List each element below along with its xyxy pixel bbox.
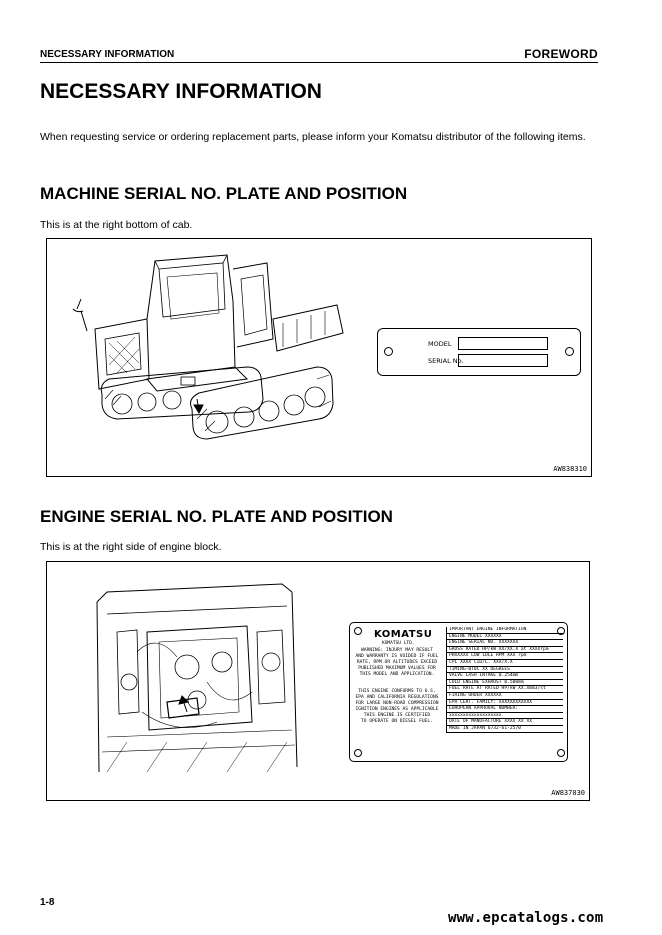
info-line: MADE IN JAPAN 6732-61-2570 bbox=[447, 726, 563, 733]
rivet-hole-icon bbox=[557, 749, 565, 757]
info-line: EUROPEAN APPROVAL NUMBER: bbox=[447, 706, 563, 713]
rivet-hole-icon bbox=[384, 347, 393, 356]
figure-code: AW837030 bbox=[551, 789, 585, 797]
carrier-illustration bbox=[72, 254, 344, 440]
rivet-hole-icon bbox=[354, 749, 362, 757]
warning-text: WARNING: INJURY MAY RESULT AND WARRANTY … bbox=[355, 648, 439, 677]
rivet-hole-icon bbox=[354, 627, 362, 635]
plate-serial-field bbox=[458, 354, 548, 367]
info-line: IMPORTANT ENGINE INFORMATION bbox=[447, 627, 563, 634]
header-chapter-label: FOREWORD bbox=[524, 47, 598, 61]
info-line: ENGINE SERIAL NO. XXXXXXX bbox=[447, 640, 563, 647]
komatsu-logo-sub: KOMATSU LTD. bbox=[382, 641, 415, 646]
komatsu-logo: KOMATSU bbox=[374, 629, 433, 640]
plate-model-field bbox=[458, 337, 548, 350]
engine-bay-illustration bbox=[96, 583, 298, 773]
engine-plate-note: This is at the right side of engine bloc… bbox=[40, 541, 222, 553]
plate-model-label: MODEL bbox=[428, 340, 452, 348]
page-number: 1-8 bbox=[40, 897, 55, 908]
info-line: GROSS RATED HP/kW XX/XX.X at XXXXrpm bbox=[447, 647, 563, 654]
plate-serial-label: SERIAL No. bbox=[428, 357, 464, 365]
info-line: FUEL RATE AT RATED HP/kW XX.Xmm3/st bbox=[447, 686, 563, 693]
info-line: EPA CERT. FAMILY: XXXXXXXXXXXX bbox=[447, 700, 563, 707]
website-watermark: www.epcatalogs.com bbox=[448, 910, 604, 926]
info-line: VALVE LASH INTAKE 0.254mm bbox=[447, 673, 563, 680]
info-line: CPL XXXX CID/L. XXX/X.X bbox=[447, 660, 563, 667]
info-line: ENGINE MODEL XXXXXX bbox=[447, 634, 563, 641]
info-line: FIRING ORDER XXXXXX bbox=[447, 693, 563, 700]
engine-info-plate: KOMATSU KOMATSU LTD. WARNING: INJURY MAY… bbox=[349, 622, 568, 762]
rivet-hole-icon bbox=[557, 627, 565, 635]
info-line: DATE OF MANUFACTURE XXXX XX XX bbox=[447, 719, 563, 726]
info-line: TIMING-BTDC XX DEGREES bbox=[447, 667, 563, 674]
header-section-label: NECESSARY INFORMATION bbox=[40, 49, 175, 60]
page-title: NECESSARY INFORMATION bbox=[40, 80, 322, 103]
info-line: PHXXXXX LOW IDLE RPM XXX rpm bbox=[447, 653, 563, 660]
engine-info-table: IMPORTANT ENGINE INFORMATION ENGINE MODE… bbox=[446, 627, 563, 733]
figure-code: AW838310 bbox=[553, 465, 587, 473]
machine-serial-plate: MODEL SERIAL No. bbox=[377, 328, 581, 376]
machine-plate-figure: MODEL SERIAL No. AW838310 bbox=[46, 238, 592, 477]
engine-plate-figure: KOMATSU KOMATSU LTD. WARNING: INJURY MAY… bbox=[46, 561, 590, 801]
machine-plate-heading: MACHINE SERIAL NO. PLATE AND POSITION bbox=[40, 184, 408, 203]
header-divider bbox=[40, 62, 598, 63]
conformance-text: THIS ENGINE CONFORMS TO U.S. EPA AND CAL… bbox=[355, 689, 439, 724]
machine-plate-note: This is at the right bottom of cab. bbox=[40, 219, 193, 231]
engine-plate-heading: ENGINE SERIAL NO. PLATE AND POSITION bbox=[40, 507, 393, 526]
info-line: COLD ENGINE EXHAUST 0.508mm bbox=[447, 680, 563, 687]
info-line: xxxxxxxxxxxxxxxxxxx bbox=[447, 713, 563, 720]
intro-paragraph: When requesting service or ordering repl… bbox=[40, 131, 586, 143]
rivet-hole-icon bbox=[565, 347, 574, 356]
